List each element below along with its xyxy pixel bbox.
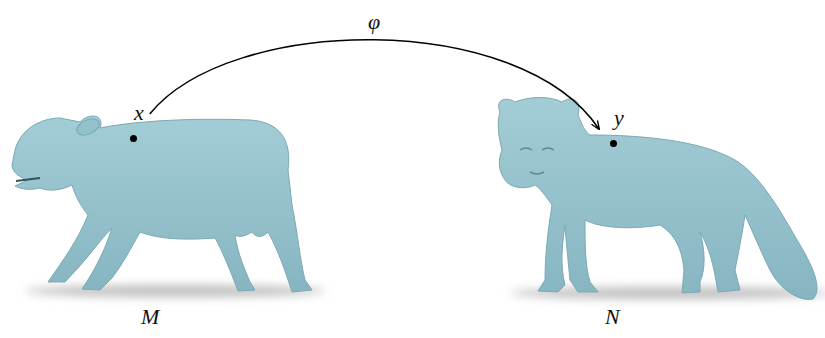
point-label: x [134, 102, 144, 124]
fox-face [520, 148, 554, 174]
map-label: φ [366, 11, 382, 33]
shape-name: N [605, 306, 620, 328]
cow-ear [74, 116, 102, 139]
mesh-point: x [126, 102, 144, 142]
shape-name: M [141, 306, 159, 328]
mesh-point: y [603, 107, 624, 147]
map-arrow [150, 40, 599, 129]
shadow [25, 285, 325, 297]
cow-mesh [12, 116, 312, 292]
fox-mesh [498, 98, 817, 300]
cow-mouth [16, 178, 40, 181]
point-label: y [614, 107, 624, 129]
point-dot [610, 140, 617, 147]
point-dot [130, 135, 137, 142]
